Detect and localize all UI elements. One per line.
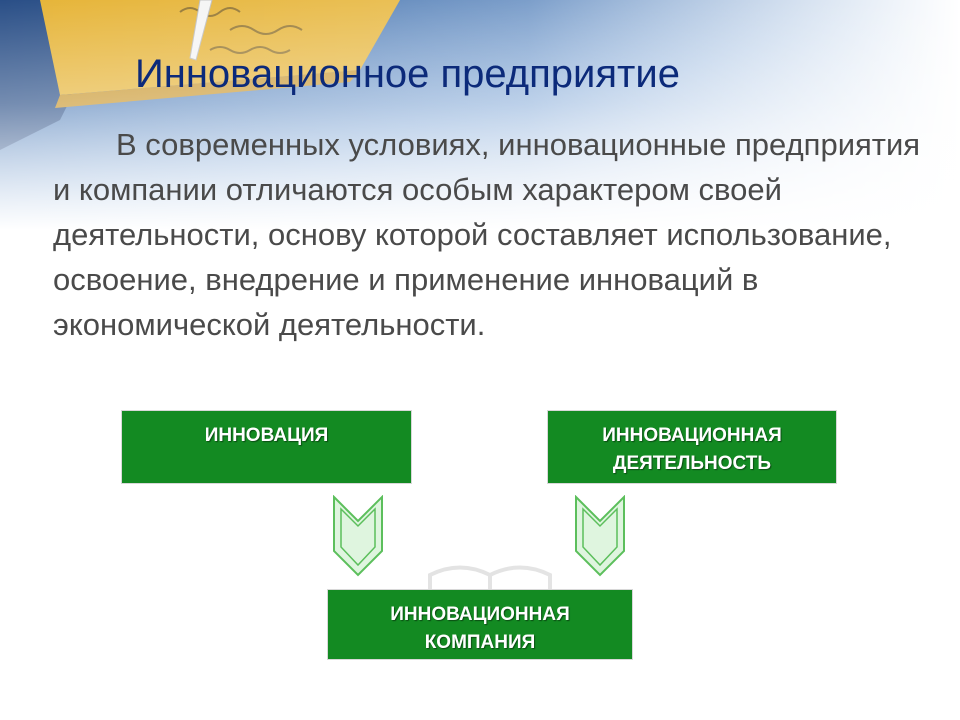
node-innovation-activity-line-2: ДЕЯТЕЛЬНОСТЬ <box>612 453 772 474</box>
node-innovation-line-1: ИННОВАЦИЯ <box>204 425 329 446</box>
node-innovation: ИННОВАЦИЯ <box>122 411 411 483</box>
node-innovation-company-line-1: ИННОВАЦИОННАЯ <box>390 604 570 625</box>
node-innovation-activity: ИННОВАЦИОННАЯ ДЕЯТЕЛЬНОСТЬ <box>548 411 836 483</box>
node-innovation-company: ИННОВАЦИОННАЯ КОМПАНИЯ <box>328 590 632 659</box>
body-paragraph: В современных условиях, инновационные пр… <box>53 127 921 342</box>
node-innovation-company-line-2: КОМПАНИЯ <box>424 632 536 653</box>
arrow-down-left <box>333 495 383 577</box>
node-innovation-activity-line-1: ИННОВАЦИОННАЯ <box>602 425 782 446</box>
arrow-down-right <box>575 495 625 577</box>
slide-title: Инновационное предприятие <box>135 52 680 96</box>
